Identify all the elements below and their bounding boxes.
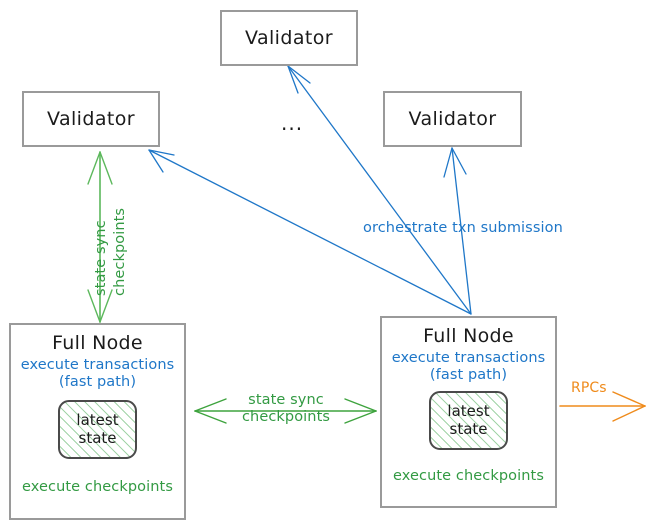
state-sync-horizontal-line2: checkpoints: [241, 409, 331, 426]
validator-left-box[interactable]: Validator: [22, 91, 160, 147]
full-node-right-execute-checkpoints: execute checkpoints: [393, 467, 544, 484]
full-node-left-latest-state-box: latest state: [58, 399, 137, 459]
state-sync-vertical-label-line2: checkpoints: [112, 207, 128, 296]
edge-rpcs: [559, 391, 646, 422]
orchestrate-txn-submission-label: orchestrate txn submission: [363, 220, 563, 236]
full-node-right-latest-state-line1: latest: [447, 401, 490, 420]
full-node-left-title: Full Node: [52, 332, 143, 354]
full-node-left-exec-transactions: execute transactions: [20, 357, 175, 373]
full-node-left-execute-checkpoints: execute checkpoints: [22, 478, 173, 495]
state-sync-horizontal-label: state sync checkpoints: [226, 392, 346, 427]
full-node-left-box[interactable]: Full Node execute transactions (fast pat…: [9, 323, 186, 520]
full-node-right-exec-transactions: execute transactions: [391, 350, 546, 366]
validator-right-box[interactable]: Validator: [383, 91, 522, 147]
state-sync-horizontal-line1: state sync: [248, 392, 324, 408]
validator-left-label: Validator: [47, 108, 135, 130]
full-node-right-box[interactable]: Full Node execute transactions (fast pat…: [380, 316, 557, 508]
full-node-left-latest-state-line1: latest: [76, 410, 119, 429]
full-node-right-fast-path: (fast path): [429, 367, 508, 384]
state-sync-vertical-label-line1: state sync: [93, 220, 109, 296]
full-node-right-latest-state-box: latest state: [429, 390, 508, 450]
full-node-right-latest-state-line2: state: [449, 420, 488, 439]
validator-top-box[interactable]: Validator: [220, 10, 358, 66]
rpcs-label: RPCs: [571, 380, 607, 396]
ellipsis-label: ...: [281, 111, 304, 135]
validator-right-label: Validator: [408, 108, 497, 130]
validator-top-label: Validator: [245, 27, 333, 49]
full-node-left-fast-path: (fast path): [58, 374, 137, 391]
full-node-left-latest-state-line2: state: [78, 429, 117, 448]
full-node-right-title: Full Node: [423, 325, 514, 347]
